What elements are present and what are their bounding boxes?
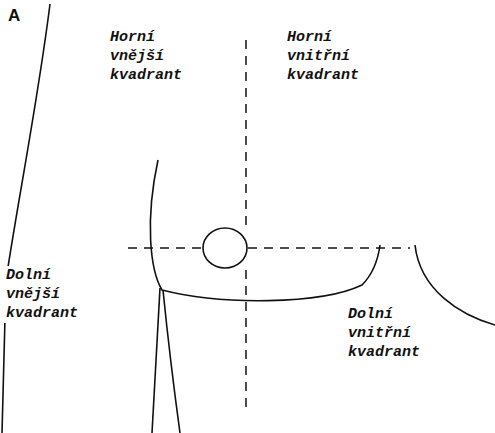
nipple-circle: [203, 228, 247, 268]
quadrant-divider: [128, 247, 202, 249]
quadrant-label: Horní vnější kvadrant: [108, 28, 200, 85]
quadrant-label: Dolní vnější kvadrant: [4, 266, 96, 323]
arm-line: [163, 290, 180, 433]
panel-letter: A: [6, 6, 22, 26]
body-outline: [2, 4, 50, 433]
arm-line: [152, 288, 160, 433]
quadrant-label: Dolní vnitřní kvadrant: [346, 305, 438, 362]
quadrant-label: Horní vnitřní kvadrant: [285, 28, 377, 85]
left-breast-outline: [150, 160, 380, 301]
quadrant-divider: [245, 270, 247, 412]
quadrant-divider: [248, 247, 410, 249]
quadrant-divider: [245, 40, 247, 226]
